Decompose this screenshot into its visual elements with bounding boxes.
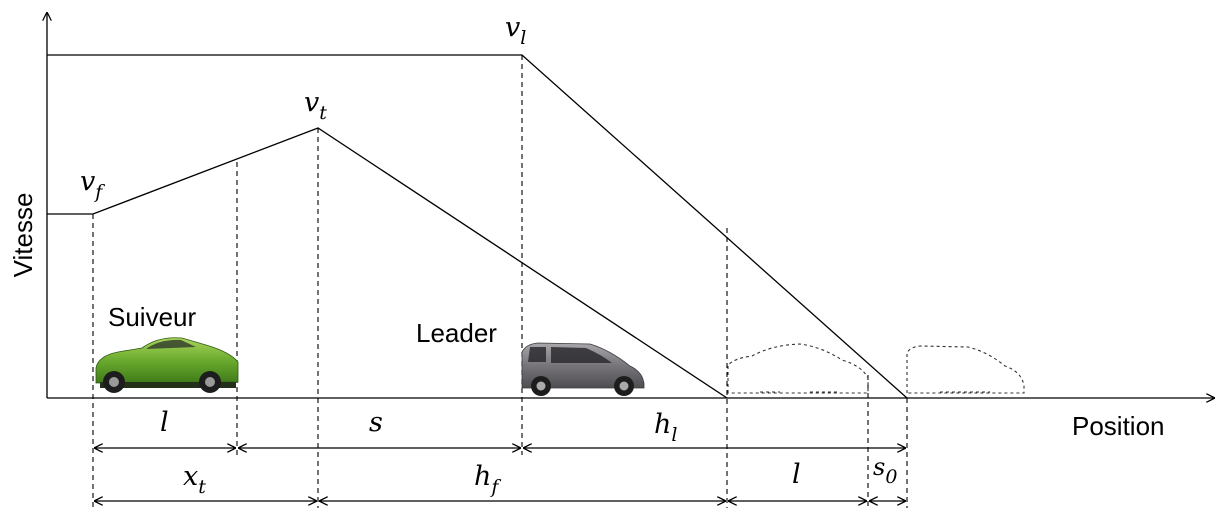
vt-label: vt xyxy=(304,87,327,124)
hl-label: hl xyxy=(654,409,677,446)
ghost-car-follower xyxy=(728,344,868,393)
l-follower-label: l xyxy=(160,407,169,438)
vf-label: vf xyxy=(80,166,105,203)
s-label: s xyxy=(369,407,383,438)
follower-label: Suiveur xyxy=(108,302,196,332)
l-leader-label: l xyxy=(792,459,801,490)
follower-car xyxy=(96,338,238,393)
y-axis-label: Vitesse xyxy=(8,193,38,278)
xt-label: xt xyxy=(183,461,206,498)
s0-label: s0 xyxy=(873,453,897,488)
hf-label: hf xyxy=(474,461,501,498)
ghost-car-leader xyxy=(907,346,1024,393)
vl-label: vl xyxy=(505,12,526,49)
x-axis-label: Position xyxy=(1072,411,1165,441)
leader-car xyxy=(522,343,644,396)
leader-label: Leader xyxy=(416,318,497,348)
